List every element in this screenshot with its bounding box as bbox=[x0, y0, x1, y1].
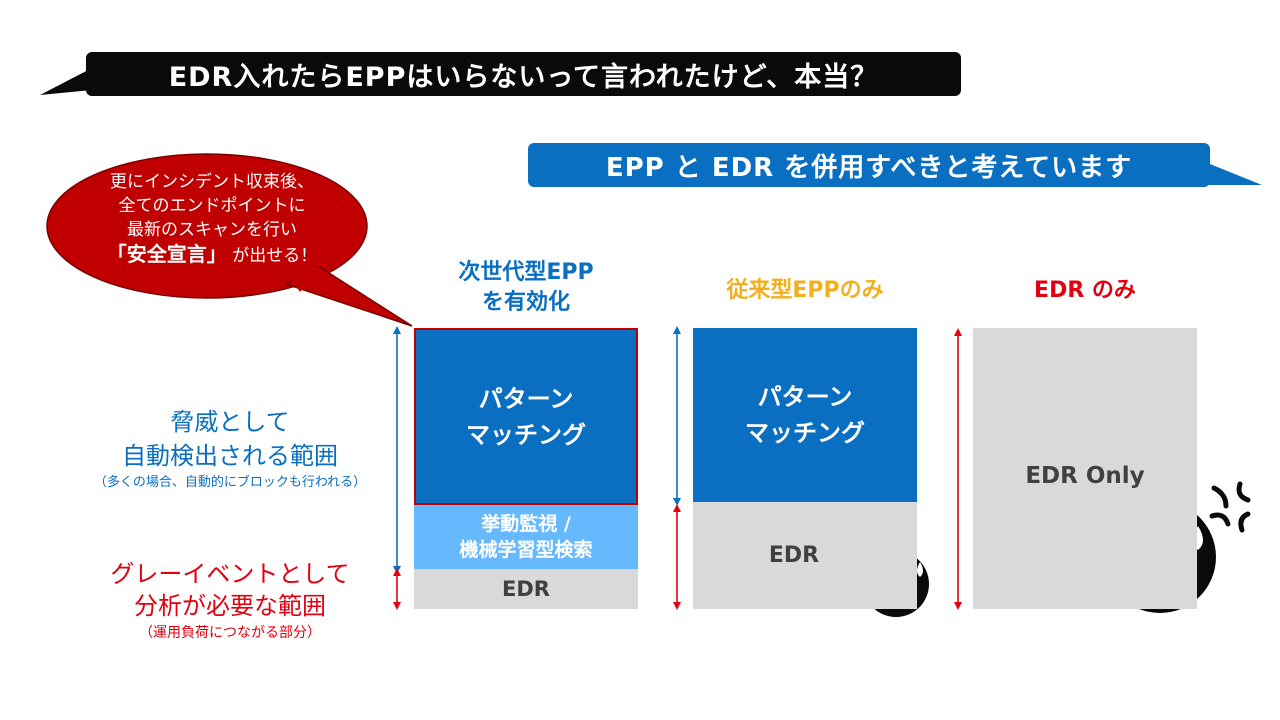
arrow-gray-range-col1 bbox=[393, 568, 401, 610]
title-callout-tail bbox=[40, 68, 92, 95]
bubble-line-2: 全てのエンドポイントに bbox=[118, 196, 306, 216]
auto-line-2: 自動検出される範囲 bbox=[122, 442, 338, 470]
block-edr-legacy: EDR bbox=[693, 502, 917, 609]
auto-line-1: 脅威として bbox=[170, 408, 290, 436]
block-behavior-ml: 挙動監視 / 機械学習型検索 bbox=[414, 505, 638, 569]
behavior-line-1: 挙動監視 / bbox=[481, 513, 571, 535]
heading-line-2: を有効化 bbox=[481, 290, 570, 315]
gray-line-1: グレーイベントとして bbox=[110, 560, 350, 588]
column-heading-nextgen-epp: 次世代型EPP を有効化 bbox=[414, 258, 638, 318]
pattern-line-2: マッチング bbox=[745, 419, 865, 447]
auto-note: （多くの場合、自動的にブロックも行われる） bbox=[93, 475, 367, 490]
speech-bubble-text: 更にインシデント収束後、 全てのエンドポイントに 最新のスキャンを行い 「安全宣… bbox=[62, 170, 362, 268]
bubble-emphasis: 「安全宣言」 bbox=[106, 242, 227, 266]
arrow-gray-range-col2 bbox=[673, 504, 681, 610]
label-auto-detection-range: 脅威として 自動検出される範囲 （多くの場合、自動的にブロックも行われる） bbox=[60, 405, 400, 493]
anger-mark-icon bbox=[1209, 481, 1251, 533]
pattern-line-1: パターン bbox=[478, 384, 574, 413]
pattern-line-2: マッチング bbox=[466, 420, 586, 449]
bubble-line-3: 最新のスキャンを行い bbox=[127, 220, 297, 240]
column-heading-legacy-epp: 従来型EPPのみ bbox=[726, 278, 884, 303]
block-pattern-matching-legacy: パターン マッチング bbox=[693, 328, 917, 502]
gray-note: （運用負荷につながる部分） bbox=[139, 625, 321, 641]
block-edr-only: EDR Only bbox=[973, 328, 1197, 609]
question-callout: EDR入れたらEPPはいらないって言われたけど、本当？ bbox=[86, 52, 961, 96]
answer-callout-tail bbox=[1200, 160, 1262, 185]
edr-label: EDR bbox=[768, 543, 820, 568]
gray-line-2: 分析が必要な範囲 bbox=[134, 592, 326, 620]
bubble-suffix: が出せる！ bbox=[232, 246, 318, 266]
column-heading-edr-only: EDR のみ bbox=[1034, 278, 1136, 303]
label-gray-event-range: グレーイベントとして 分析が必要な範囲 （運用負荷につながる部分） bbox=[60, 558, 400, 644]
answer-text: EPP と EDR を併用すべきと考えています bbox=[605, 152, 1133, 183]
block-pattern-matching-nextgen: パターン マッチング bbox=[414, 328, 638, 505]
block-edr-nextgen: EDR bbox=[414, 569, 638, 609]
bubble-line-1: 更にインシデント収束後、 bbox=[110, 172, 314, 192]
edr-only-label: EDR Only bbox=[1025, 462, 1145, 489]
behavior-line-2: 機械学習型検索 bbox=[459, 539, 593, 561]
arrow-gray-range-col3 bbox=[954, 328, 962, 610]
pattern-line-1: パターン bbox=[757, 383, 853, 411]
bubble-line-4: 「安全宣言」 が出せる！ bbox=[62, 242, 362, 268]
heading-line-1: 次世代型EPP bbox=[458, 260, 594, 285]
question-text: EDR入れたらEPPはいらないって言われたけど、本当？ bbox=[168, 61, 879, 93]
arrow-auto-range-col2 bbox=[673, 326, 681, 506]
answer-callout: EPP と EDR を併用すべきと考えています bbox=[528, 143, 1210, 187]
